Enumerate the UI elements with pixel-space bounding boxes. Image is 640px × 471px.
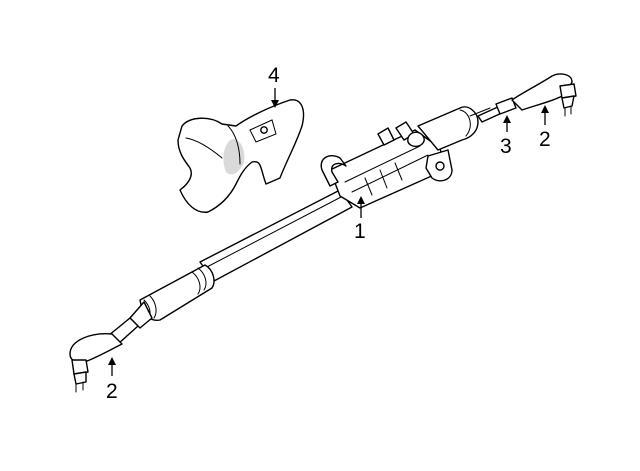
callout-4: 4 bbox=[268, 64, 280, 87]
heat-shield bbox=[177, 99, 305, 213]
left-tie-rod-end bbox=[69, 317, 139, 393]
right-tie-rod-end bbox=[511, 73, 577, 117]
steering-rack-housing bbox=[199, 106, 491, 282]
callout-3: 3 bbox=[500, 135, 512, 158]
callout-leaders bbox=[108, 88, 549, 376]
left-rack-boot bbox=[129, 264, 215, 329]
callout-1: 1 bbox=[354, 220, 366, 243]
callout-2-left: 2 bbox=[106, 380, 118, 403]
callout-2-right: 2 bbox=[539, 128, 551, 151]
right-inner-tie-rod bbox=[477, 97, 517, 123]
